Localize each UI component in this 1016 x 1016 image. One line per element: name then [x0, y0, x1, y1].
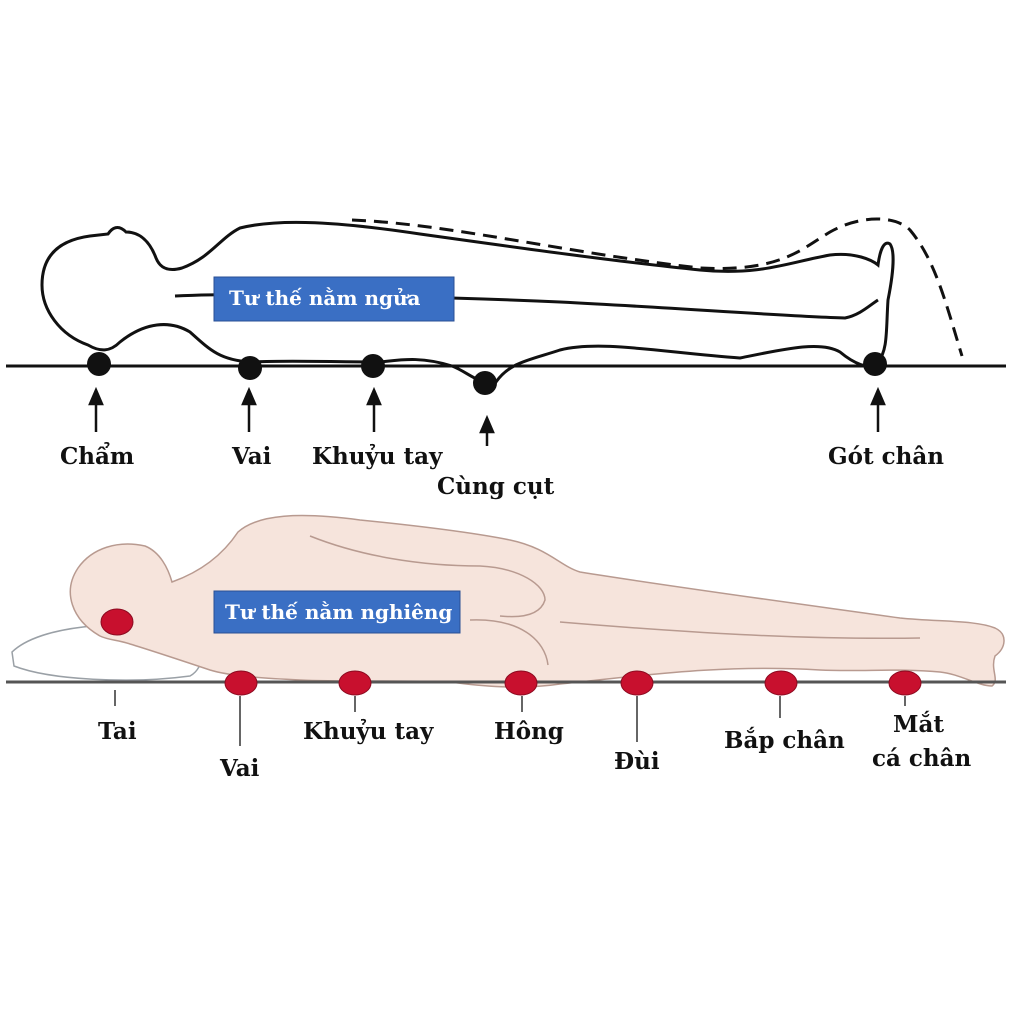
lateral-title: Tư thế nằm nghiêng [225, 600, 452, 624]
lateral-label-khuyu-tay: Khuỷu tay [303, 718, 434, 745]
supine-body-outline [40, 220, 895, 385]
lateral-point-vai [224, 670, 258, 696]
lateral-label-bap-chan: Bắp chân [724, 727, 845, 754]
lateral-label-hong: Hông [494, 718, 564, 745]
supine-label-cung-cut: Cùng cụt [437, 473, 555, 500]
lateral-point-dui [620, 670, 654, 696]
supine-title-box: Tư thế nằm ngửa [213, 276, 455, 322]
lateral-figure: Tai Vai Khuỷu tay Hông Đùi Bắp chân Mắt … [6, 514, 1006, 782]
lateral-leg-contour [559, 621, 921, 640]
supine-point-cung-cut [473, 371, 497, 395]
supine-title: Tư thế nằm ngửa [229, 286, 421, 310]
lateral-label-mat-ca-chan-line1: Mắt [893, 711, 944, 738]
lateral-label-mat-ca-chan-line2: cá chân [872, 745, 972, 772]
supine-label-got-chan: Gót chân [828, 443, 944, 470]
lateral-leader-lines [114, 690, 906, 746]
lateral-point-hong [504, 670, 538, 696]
lateral-point-bap-chan [764, 670, 798, 696]
supine-figure: Chẩm Vai Khuỷu tay Cùng cụt Gót chân Tư … [6, 217, 1006, 500]
supine-point-got-chan [863, 352, 887, 376]
supine-point-cham [87, 352, 111, 376]
supine-label-vai: Vai [231, 443, 272, 470]
lateral-arm-contour [309, 535, 546, 618]
lateral-body [69, 514, 1005, 688]
lateral-points [100, 608, 922, 696]
supine-raised-leg-dashed [351, 217, 964, 357]
lateral-point-khuyu-tay [338, 670, 372, 696]
supine-label-cham: Chẩm [60, 442, 134, 470]
lateral-hip-contour [469, 619, 549, 666]
lateral-point-mat-ca-chan [888, 670, 922, 696]
lateral-point-tai [100, 608, 134, 636]
lateral-label-vai: Vai [219, 755, 260, 782]
lateral-label-dui: Đùi [614, 748, 660, 775]
supine-label-khuyu-tay: Khuỷu tay [312, 443, 443, 470]
supine-arrows [88, 386, 886, 446]
lateral-title-box: Tư thế nằm nghiêng [213, 590, 461, 634]
supine-point-khuyu-tay [361, 354, 385, 378]
lateral-label-tai: Tai [98, 718, 137, 745]
supine-point-vai [238, 356, 262, 380]
